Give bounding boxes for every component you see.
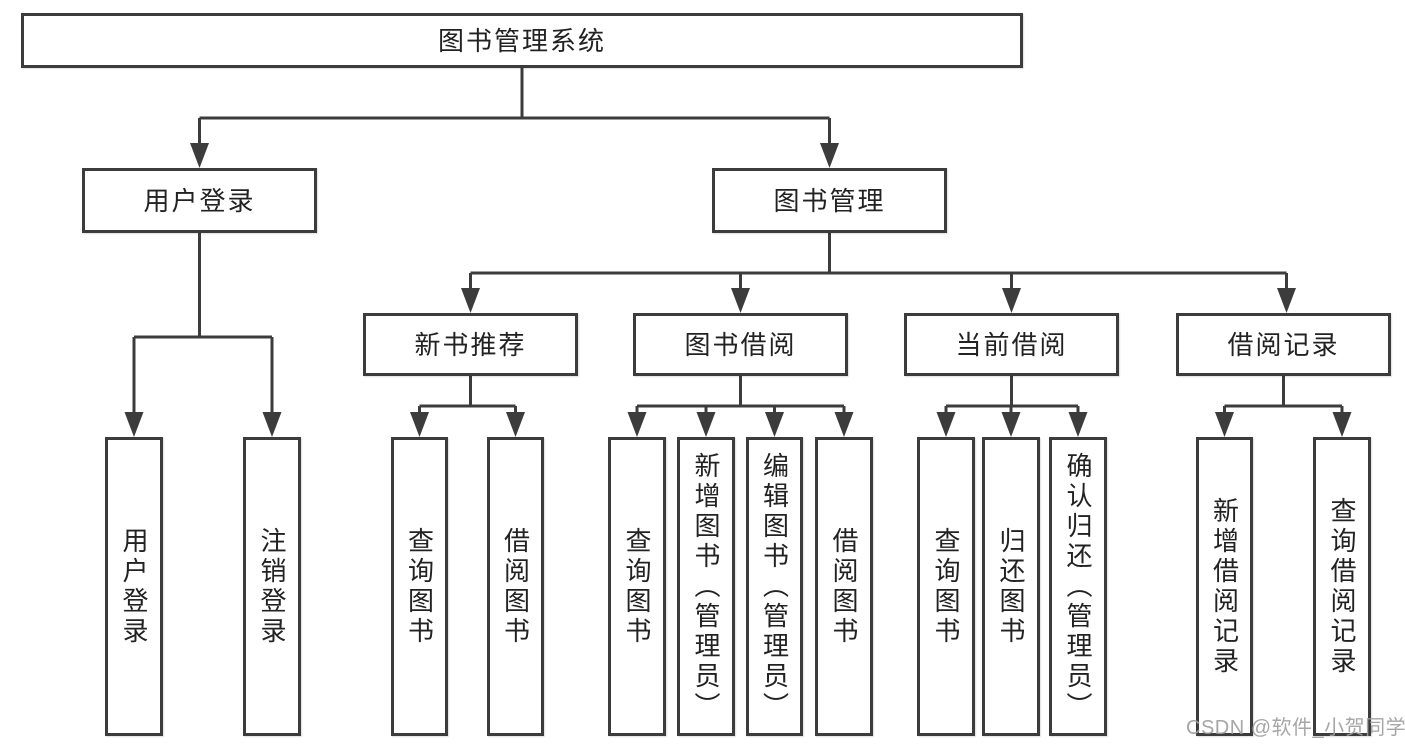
leaf-records-query-borrow-record: 查询借阅记录 bbox=[1313, 437, 1371, 736]
arrowhead-icon bbox=[834, 412, 854, 437]
arrowhead-icon bbox=[461, 288, 480, 313]
arrowhead-icon bbox=[124, 412, 144, 437]
leaf-borrow-add-books-admin: 新增图书（管理员） bbox=[677, 437, 735, 736]
node-new-book-recommend: 新书推荐 bbox=[363, 313, 578, 376]
node-borrow-records: 借阅记录 bbox=[1176, 313, 1391, 376]
leaf-current-query-books-label: 查询图书 bbox=[931, 526, 961, 647]
leaf-records-add-borrow-record-label: 新增借阅记录 bbox=[1209, 496, 1240, 677]
arrowhead-icon bbox=[1332, 412, 1352, 437]
leaf-userlogin-login-label: 用户登录 bbox=[119, 526, 149, 647]
arrowhead-icon bbox=[731, 288, 750, 313]
arrowhead-icon bbox=[262, 412, 282, 437]
leaf-current-confirm-return-admin: 确认归还（管理员） bbox=[1049, 437, 1107, 736]
node-borrow-records-label: 借阅记录 bbox=[1227, 329, 1340, 360]
arrowhead-icon bbox=[1277, 288, 1296, 313]
node-new-book-recommend-label: 新书推荐 bbox=[414, 329, 527, 360]
arrowhead-icon bbox=[1068, 412, 1088, 437]
connector-bookmgmt-to-level3 bbox=[469, 233, 1288, 295]
arrowhead-icon bbox=[1215, 412, 1234, 437]
node-book-management-label: 图书管理 bbox=[773, 185, 886, 216]
leaf-userlogin-login: 用户登录 bbox=[105, 437, 163, 736]
connector-records-children bbox=[1223, 376, 1344, 418]
arrowhead-icon bbox=[1001, 412, 1021, 437]
node-book-borrow-label: 图书借阅 bbox=[684, 329, 797, 360]
arrowhead-icon bbox=[627, 412, 647, 437]
csdn-watermark: CSDN @软件_小贺同学 bbox=[1186, 717, 1405, 739]
leaf-borrow-borrow-books: 借阅图书 bbox=[815, 437, 873, 736]
node-current-borrow-label: 当前借阅 bbox=[955, 329, 1068, 360]
node-user-login: 用户登录 bbox=[82, 168, 317, 233]
leaf-newbook-borrow-books: 借阅图书 bbox=[487, 437, 544, 736]
arrowhead-icon bbox=[696, 412, 716, 437]
leaf-current-return-books-label: 归还图书 bbox=[996, 526, 1026, 647]
leaf-records-add-borrow-record: 新增借阅记录 bbox=[1196, 437, 1253, 736]
leaf-borrow-query-books: 查询图书 bbox=[608, 437, 666, 736]
leaf-records-query-borrow-record-label: 查询借阅记录 bbox=[1327, 496, 1357, 677]
connector-userlogin-children bbox=[132, 233, 274, 418]
leaf-newbook-borrow-books-label: 借阅图书 bbox=[500, 526, 531, 647]
leaf-current-return-books: 归还图书 bbox=[982, 437, 1040, 736]
leaf-borrow-query-books-label: 查询图书 bbox=[622, 526, 652, 647]
leaf-newbook-query-books: 查询图书 bbox=[391, 437, 448, 736]
node-user-login-label: 用户登录 bbox=[143, 185, 256, 216]
leaf-borrow-add-books-admin-label: 新增图书（管理员） bbox=[691, 451, 721, 722]
arrowhead-icon bbox=[190, 143, 209, 168]
arrowhead-group bbox=[124, 143, 1352, 437]
leaf-userlogin-logout: 注销登录 bbox=[243, 437, 301, 736]
node-root: 图书管理系统 bbox=[21, 13, 1023, 68]
node-book-management: 图书管理 bbox=[712, 168, 947, 233]
leaf-userlogin-logout-label: 注销登录 bbox=[257, 526, 287, 647]
node-book-borrow: 图书借阅 bbox=[633, 313, 848, 376]
connector-bookborrow-children bbox=[635, 376, 846, 418]
leaf-newbook-query-books-label: 查询图书 bbox=[404, 526, 435, 647]
leaf-current-query-books: 查询图书 bbox=[917, 437, 975, 736]
node-root-label: 图书管理系统 bbox=[437, 25, 606, 56]
arrowhead-icon bbox=[1002, 288, 1021, 313]
arrowhead-icon bbox=[410, 412, 429, 437]
arrowhead-icon bbox=[936, 412, 956, 437]
arrowhead-icon bbox=[765, 412, 784, 437]
connector-root-to-level2 bbox=[198, 68, 831, 148]
leaf-borrow-edit-books-admin-label: 编辑图书（管理员） bbox=[759, 451, 790, 722]
arrowhead-icon bbox=[820, 143, 839, 168]
leaf-borrow-edit-books-admin: 编辑图书（管理员） bbox=[746, 437, 803, 736]
connector-newbook-children bbox=[418, 376, 517, 418]
node-current-borrow: 当前借阅 bbox=[904, 313, 1119, 376]
connector-currentborrow-children bbox=[944, 376, 1080, 418]
leaf-current-confirm-return-admin-label: 确认归还（管理员） bbox=[1063, 451, 1093, 722]
arrowhead-icon bbox=[506, 412, 525, 437]
leaf-borrow-borrow-books-label: 借阅图书 bbox=[829, 526, 859, 647]
